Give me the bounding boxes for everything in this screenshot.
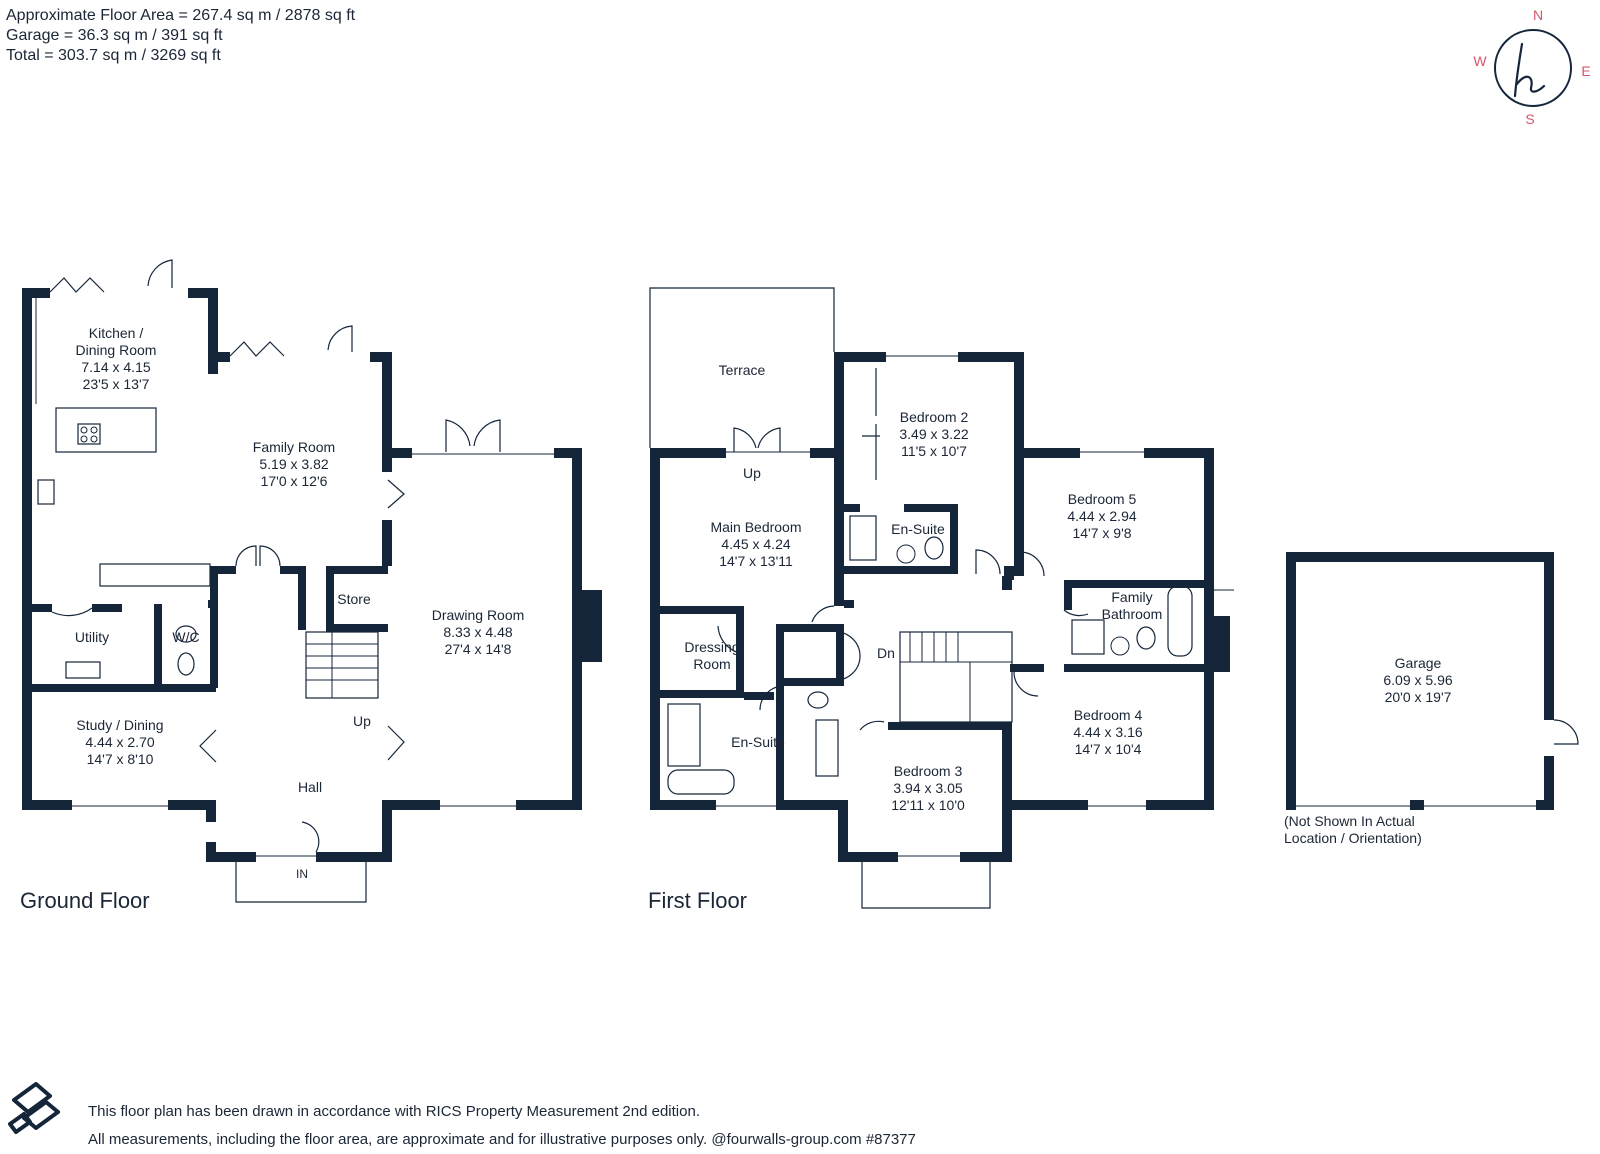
family-bathroom-label: Family [1111, 589, 1152, 605]
utility-sink-icon [65, 661, 101, 679]
drawing-room-label: Drawing Room [432, 607, 525, 623]
kitchen-label: Kitchen / [89, 325, 144, 341]
study-dims-m: 4.44 x 2.70 [85, 734, 154, 750]
area-line-3: Total = 303.7 sq m / 3269 sq ft [6, 47, 221, 64]
utility-label: Utility [75, 629, 109, 645]
stairs-icon-first-floor [899, 631, 1013, 723]
kitchen-label-2: Dining Room [76, 342, 157, 358]
family-room-dims-m: 5.19 x 3.82 [259, 456, 328, 472]
bedroom-5-label: Bedroom 5 [1068, 491, 1137, 507]
en-suite-label-2: En-Suite [731, 734, 785, 750]
family-room-dims-ft: 17'0 x 12'6 [261, 473, 328, 489]
store-label: Store [337, 591, 371, 607]
main-bedroom-dims-ft: 14'7 x 13'11 [719, 553, 793, 569]
garage-note-2: Location / Orientation) [1284, 830, 1422, 846]
area-summary: Approximate Floor Area = 267.4 sq m / 28… [6, 7, 356, 64]
dressing-room-label: Dressing [684, 639, 739, 655]
bedroom-2-dims-m: 3.49 x 3.22 [899, 426, 968, 442]
sink-icon [37, 479, 55, 505]
basin-icon [815, 544, 1130, 777]
kitchen-dims-m: 7.14 x 4.15 [81, 359, 150, 375]
family-bathroom-label-2: Bathroom [1102, 606, 1163, 622]
bedroom-3-dims-ft: 12'11 x 10'0 [891, 797, 965, 813]
drawing-room-dims-m: 8.33 x 4.48 [443, 624, 512, 640]
terrace-label: Terrace [719, 362, 766, 378]
garage-plan: Garage 6.09 x 5.96 20'0 x 19'7 (Not Show… [1284, 552, 1579, 846]
main-bedroom-label: Main Bedroom [710, 519, 801, 535]
footer-logo-icon [8, 1082, 60, 1134]
footer-rics-note: This floor plan has been drawn in accord… [88, 1103, 700, 1120]
kitchen-dims-ft: 23'5 x 13'7 [83, 376, 150, 392]
area-line-1: Approximate Floor Area = 267.4 sq m / 28… [6, 7, 356, 24]
first-floor-title: First Floor [648, 888, 747, 913]
ground-floor-title: Ground Floor [20, 888, 150, 913]
toilet-icon [175, 625, 197, 676]
family-room-label: Family Room [253, 439, 335, 455]
bathtub-icon [667, 585, 1193, 795]
wc-label: W/C [172, 629, 199, 645]
en-suite-label-1: En-Suite [891, 521, 945, 537]
first-floor-plan: Terrace Up Main Bedroom 4.45 x 4.24 14'7… [648, 287, 1234, 913]
drawing-room-dims-ft: 27'4 x 14'8 [445, 641, 512, 657]
shower-icon [667, 515, 1105, 767]
area-line-2: Garage = 36.3 sq m / 391 sq ft [6, 27, 223, 44]
hall-label: Hall [298, 779, 322, 795]
dressing-room-label-2: Room [693, 656, 730, 672]
bedroom-2-label: Bedroom 2 [900, 409, 969, 425]
compass-east: E [1581, 63, 1590, 79]
garage-dims-m: 6.09 x 5.96 [1383, 672, 1452, 688]
bedroom-4-dims-m: 4.44 x 3.16 [1073, 724, 1142, 740]
study-dims-ft: 14'7 x 8'10 [87, 751, 154, 767]
ground-floor-plan: Kitchen / Dining Room 7.14 x 4.15 23'5 x… [20, 259, 602, 913]
compass-north: N [1533, 7, 1543, 23]
bedroom-4-dims-ft: 14'7 x 10'4 [1075, 741, 1142, 757]
stairs-down-label: Dn [877, 645, 895, 661]
bedroom-5-dims-ft: 14'7 x 9'8 [1072, 525, 1131, 541]
stairs-up-label-ff: Up [743, 465, 761, 481]
compass-south: S [1525, 111, 1534, 127]
compass-logo-icon: N S E W [1473, 7, 1590, 127]
garage-label: Garage [1395, 655, 1442, 671]
entrance-label: IN [296, 867, 308, 881]
compass-west: W [1473, 53, 1487, 69]
main-bedroom-dims-m: 4.45 x 4.24 [721, 536, 790, 552]
stairs-icon [305, 631, 379, 699]
hob-icon [77, 423, 101, 445]
garage-note-1: (Not Shown In Actual [1284, 813, 1415, 829]
bedroom-3-dims-m: 3.94 x 3.05 [893, 780, 962, 796]
bedroom-2-dims-ft: 11'5 x 10'7 [901, 443, 967, 459]
study-label: Study / Dining [76, 717, 163, 733]
bedroom-4-label: Bedroom 4 [1074, 707, 1143, 723]
bedroom-3-label: Bedroom 3 [894, 763, 963, 779]
garage-dims-ft: 20'0 x 19'7 [1385, 689, 1452, 705]
stairs-up-label: Up [353, 713, 371, 729]
footer-disclaimer: All measurements, including the floor ar… [88, 1131, 916, 1148]
bedroom-5-dims-m: 4.44 x 2.94 [1067, 508, 1136, 524]
toilet-icon-first-floor [807, 536, 1156, 709]
